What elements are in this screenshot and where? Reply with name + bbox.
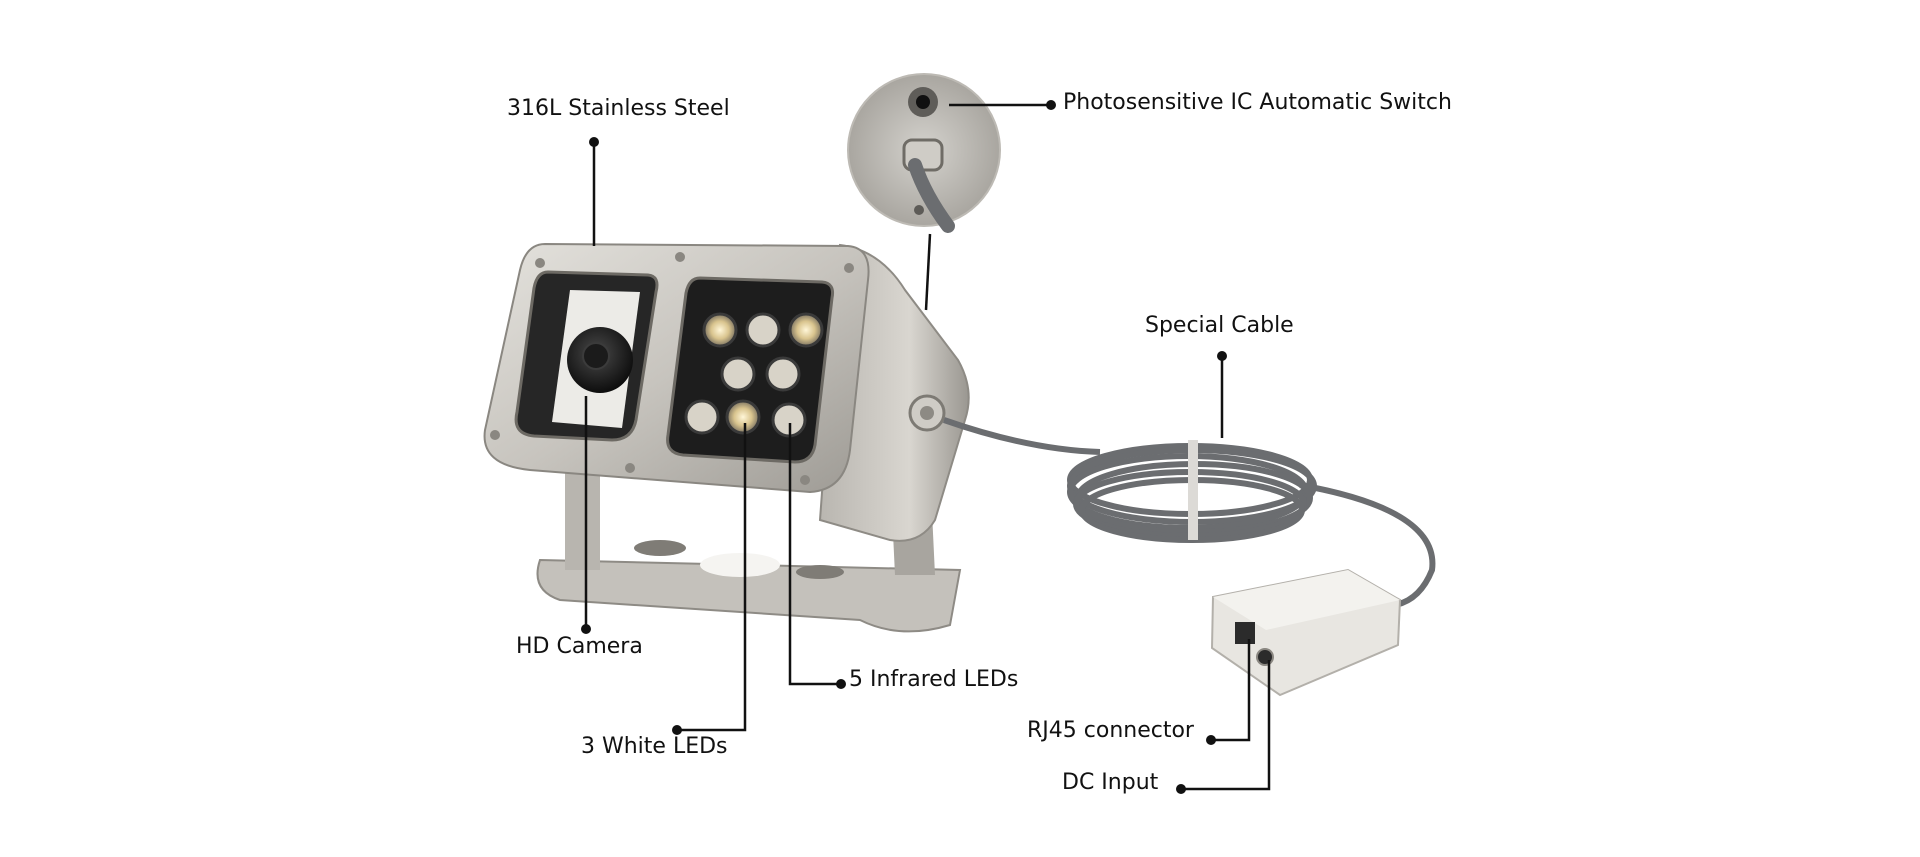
leader-line-ir: [788, 423, 841, 686]
label-infrared-leds: 5 Infrared LEDs: [849, 667, 1019, 692]
leader-line-rj45: [1211, 639, 1251, 742]
label-stainless-steel: 316L Stainless Steel: [507, 96, 730, 121]
leader-line-white: [677, 423, 747, 732]
leader-dot-white: [672, 725, 682, 735]
label-dc-input: DC Input: [1062, 770, 1159, 795]
label-rj45-connector: RJ45 connector: [1027, 718, 1194, 743]
leader-dot-dc: [1176, 784, 1186, 794]
label-special-cable: Special Cable: [1145, 313, 1294, 338]
label-photosensitive-switch: Photosensitive IC Automatic Switch: [1063, 90, 1452, 115]
label-white-leds: 3 White LEDs: [581, 734, 728, 759]
leader-dot-rj45: [1206, 735, 1216, 745]
white-leds: [702, 312, 824, 435]
leader-dot-hd: [581, 624, 591, 634]
infrared-leds: [684, 312, 807, 438]
leader-dot-photo: [1046, 100, 1056, 110]
leader-dot-cable: [1217, 351, 1227, 361]
leader-dot-ir: [836, 679, 846, 689]
photosensitive-detail-inset: [847, 73, 1001, 233]
leader-line-dc: [1181, 660, 1271, 791]
camera-housing-front: [483, 242, 870, 494]
label-hd-camera: HD Camera: [516, 634, 643, 659]
junction-box: [1210, 568, 1402, 697]
leader-line-photo-vertical: [924, 233, 932, 311]
special-cable: [943, 417, 1436, 608]
leader-dot-steel: [589, 137, 599, 147]
